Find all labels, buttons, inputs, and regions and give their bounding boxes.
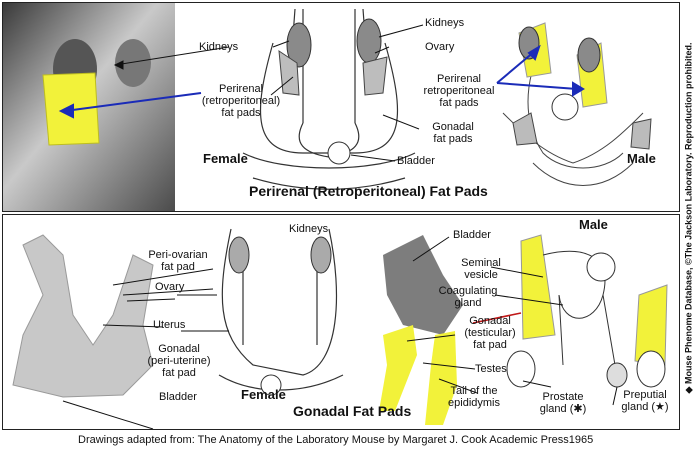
label-line: Tail of the <box>450 385 498 397</box>
label-line: Gonadal <box>158 343 200 355</box>
credit-line: Drawings adapted from: The Anatomy of th… <box>78 434 594 446</box>
label-kidneys-left: Kidneys <box>199 41 239 53</box>
label-gonadal-fat-pads-top: Gonadal fat pads <box>423 121 483 145</box>
uterus-photo <box>12 234 154 398</box>
label-gonadal-testicular: Gonadal (testicular) fat pad <box>455 315 525 351</box>
label-preputial: Preputial gland (★) <box>615 389 675 413</box>
label-line: Gonadal <box>469 315 511 327</box>
top-panel: Kidneys Perirenal (retroperitoneal) fat … <box>2 2 680 212</box>
label-line: epididymis <box>448 397 500 409</box>
label-testes: Testes <box>475 363 507 375</box>
label-line: fat pads <box>439 97 479 109</box>
bladder-female-top <box>327 141 351 165</box>
bottom-illustration <box>12 228 668 429</box>
label-female-bottom: Female <box>241 387 286 402</box>
title-perirenal: Perirenal (Retroperitoneal) Fat Pads <box>249 183 488 199</box>
label-ovary-top: Ovary <box>425 41 455 53</box>
label-line: Perirenal <box>218 83 264 95</box>
label-line: fat pad <box>473 339 507 351</box>
label-female-top: Female <box>203 151 248 166</box>
testicular-fat-left <box>379 325 417 411</box>
copyright-sidebar: ◆ Mouse Phenome Database, ©The Jackson L… <box>680 8 698 428</box>
label-line: Preputial <box>623 389 667 401</box>
label-line: fat pads <box>221 107 261 119</box>
label-line: (peri-uterine) <box>147 355 211 367</box>
label-male-bottom: Male <box>579 217 608 232</box>
label-line: Coagulating <box>438 285 498 297</box>
label-line: Gonadal <box>432 121 474 133</box>
label-perirenal-left: Perirenal (retroperitoneal) fat pads <box>201 83 281 119</box>
label-line: (testicular) <box>464 327 516 339</box>
label-line: gland (✱) <box>539 403 587 415</box>
label-perirenal-right: Perirenal retroperitoneal fat pads <box>415 73 503 109</box>
label-line: retroperitoneal <box>423 85 495 97</box>
label-ovary-bottom: Ovary <box>155 281 185 293</box>
seminal-vesicle-fat-left <box>520 234 556 340</box>
testicular-fat-right <box>425 331 457 425</box>
copyright-text: ◆ Mouse Phenome Database, ©The Jackson L… <box>683 42 694 394</box>
label-line: fat pads <box>433 133 473 145</box>
label-kidneys-bottom: Kidneys <box>289 223 329 235</box>
label-bladder-top: Bladder <box>397 155 435 167</box>
label-line: fat pad <box>161 261 195 273</box>
label-coagulating-gland: Coagulating gland <box>433 285 503 309</box>
bladder-female-bottom <box>260 374 282 396</box>
male-organs-photo <box>383 235 463 335</box>
label-uterus: Uterus <box>153 319 186 331</box>
label-tail-epididymis: Tail of the epididymis <box>439 385 509 409</box>
label-male-top: Male <box>627 151 656 166</box>
label-line: gland <box>454 297 482 309</box>
label-line: fat pad <box>162 367 196 379</box>
label-seminal-vesicle: Seminal vesicle <box>453 257 509 281</box>
top-illustration <box>3 3 652 211</box>
label-line: Peri-ovarian <box>148 249 208 261</box>
title-gonadal: Gonadal Fat Pads <box>293 403 412 419</box>
label-kidneys-right: Kidneys <box>425 17 465 29</box>
label-line: (retroperitoneal) <box>201 95 281 107</box>
label-line: vesicle <box>464 269 498 281</box>
label-gonadal-uterine: Gonadal (peri-uterine) fat pad <box>137 343 221 379</box>
label-prostate: Prostate gland (✱) <box>533 391 593 415</box>
label-line: Perirenal <box>436 73 482 85</box>
label-line: Prostate <box>542 391 584 403</box>
label-bladder-bottom: Bladder <box>159 391 197 403</box>
label-bladder-male: Bladder <box>453 229 491 241</box>
label-line: gland (★) <box>621 401 669 413</box>
label-line: Seminal <box>461 257 501 269</box>
label-periovarian: Peri-ovarian fat pad <box>143 249 213 273</box>
kidney-female-left <box>286 22 312 68</box>
kidney-female-right <box>356 18 382 64</box>
bottom-panel: Kidneys Peri-ovarian fat pad Ovary Uteru… <box>2 214 680 430</box>
